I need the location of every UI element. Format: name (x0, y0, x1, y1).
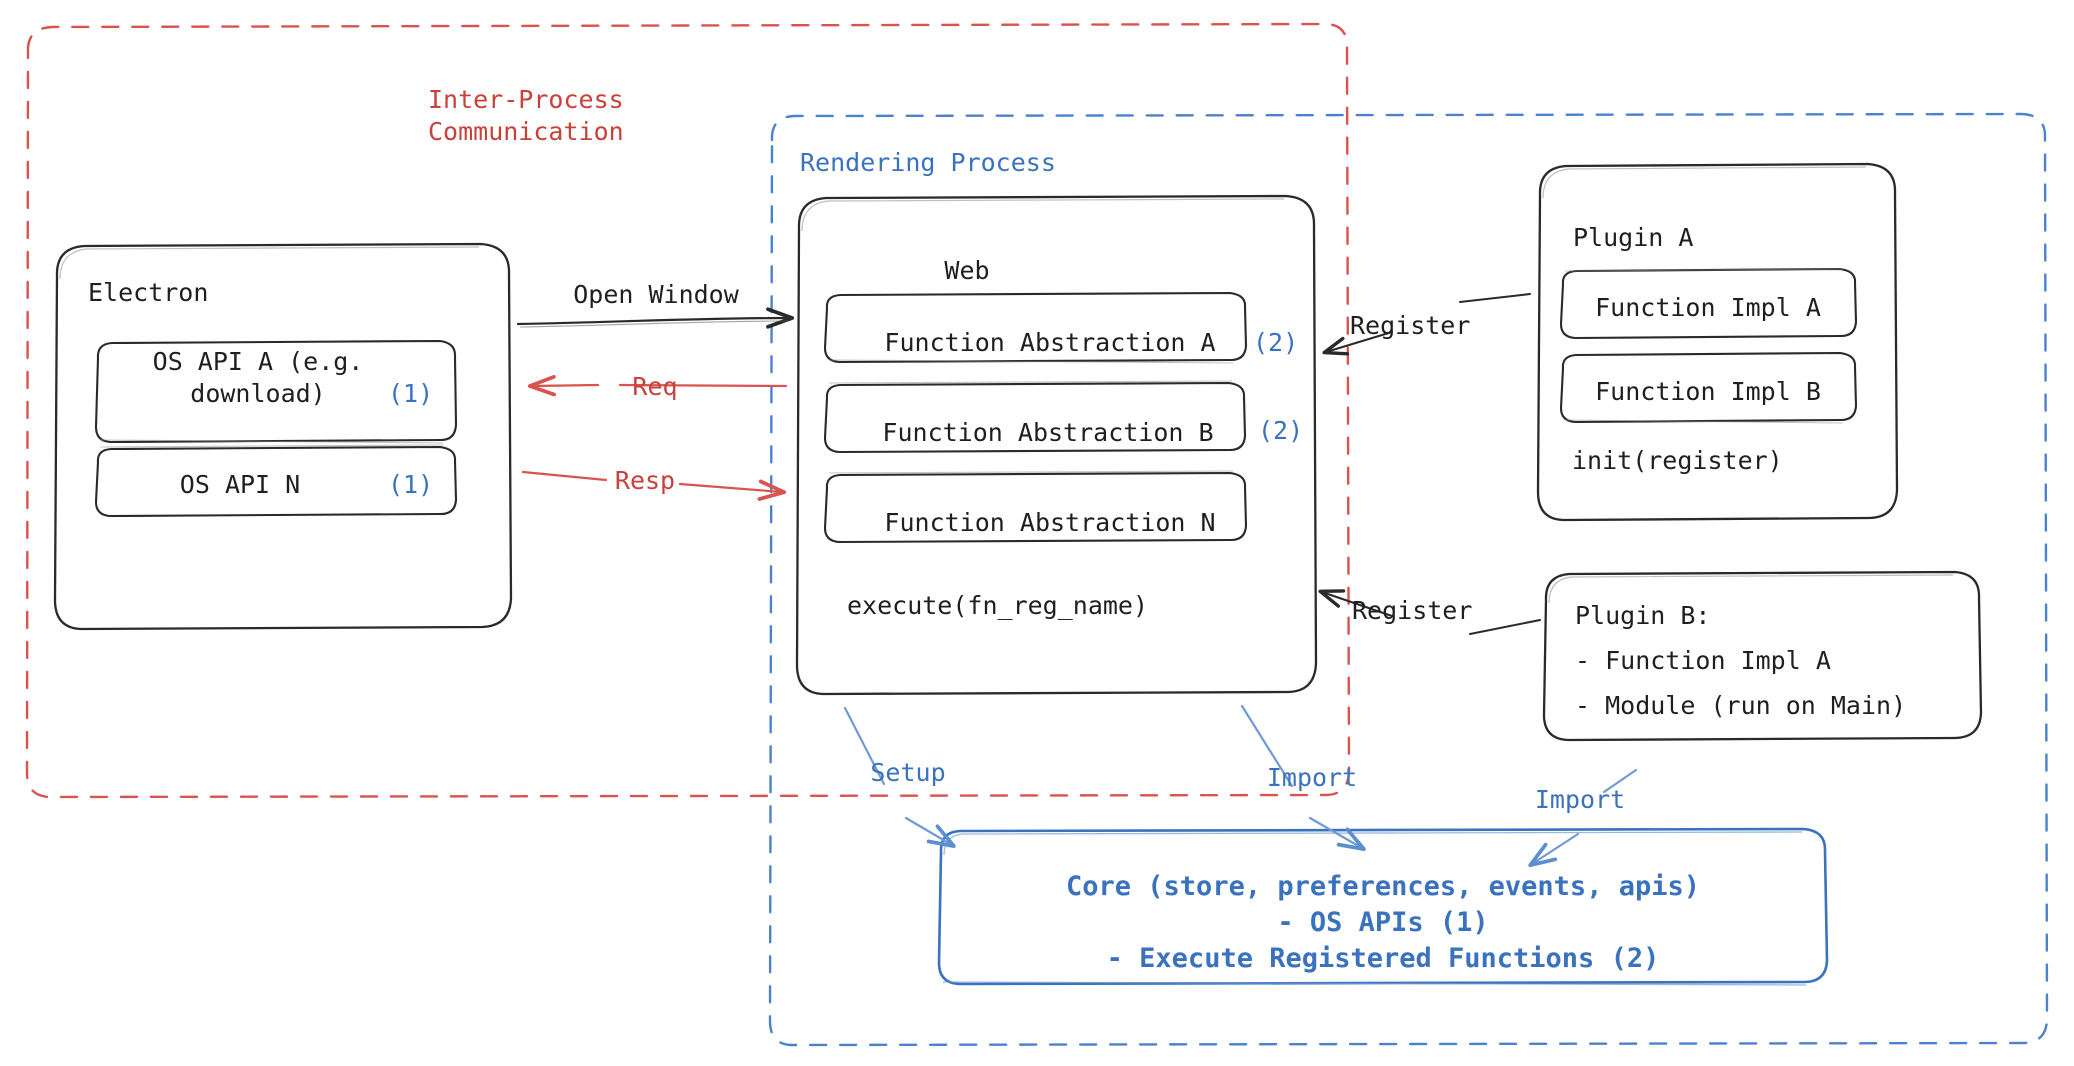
box-line-core-execute: - Execute Registered Functions (2) (1106, 943, 1660, 974)
box-function-impl-b[interactable] (1559, 351, 1858, 424)
box-line-core-title: Core (store, preferences, events, apis) (1066, 871, 1700, 902)
edge-req (527, 374, 788, 397)
box-plugin-a[interactable] (1536, 162, 1899, 522)
edge-register-plugin-a (1322, 293, 1531, 356)
box-function-abstraction-b[interactable] (823, 380, 1247, 454)
box-os-api-a[interactable] (94, 339, 458, 444)
edge-import-web (1240, 704, 1366, 851)
edge-import-plugin-b (1528, 768, 1638, 868)
edge-resp (521, 470, 787, 501)
box-os-api-n[interactable] (94, 444, 458, 518)
box-plugin-b[interactable] (1542, 570, 1983, 742)
edge-open-window (516, 307, 795, 329)
box-function-abstraction-a[interactable] (823, 291, 1248, 364)
group-inter-process-communication (25, 22, 1351, 799)
box-electron[interactable] (53, 242, 513, 631)
box-function-abstraction-n[interactable] (823, 470, 1248, 544)
group-rendering-process (768, 112, 2049, 1047)
box-function-impl-a[interactable] (1559, 267, 1858, 340)
edge-setup (843, 706, 956, 848)
box-line-core-os-apis: - OS APIs (1) (1277, 907, 1489, 938)
box-web[interactable] (795, 194, 1318, 696)
edge-register-plugin-b (1318, 589, 1541, 635)
